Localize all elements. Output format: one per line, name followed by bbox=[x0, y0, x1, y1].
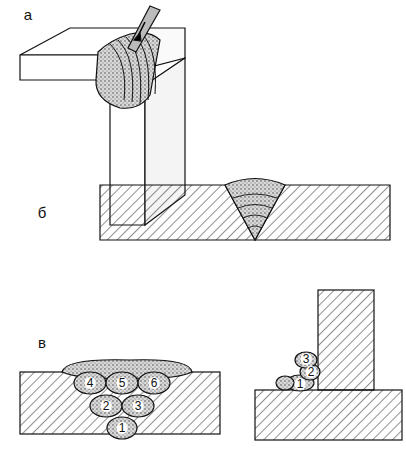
callout-number: 5 bbox=[117, 377, 128, 389]
callout-number: 1 bbox=[295, 378, 306, 390]
figure-letter: в bbox=[38, 335, 46, 350]
figure-letter: б bbox=[38, 205, 47, 220]
callout-number: 2 bbox=[101, 400, 112, 412]
callout-number: 3 bbox=[133, 400, 144, 412]
callout-number: 3 bbox=[301, 353, 312, 365]
multipass-fillet-weld bbox=[255, 290, 402, 440]
callout-number: 4 bbox=[85, 377, 96, 389]
callout-number: 6 bbox=[149, 377, 160, 389]
v-groove-weld bbox=[100, 179, 390, 241]
callout-number: 2 bbox=[306, 366, 317, 378]
figure-letter: а bbox=[24, 7, 32, 22]
callout-number: 1 bbox=[117, 422, 128, 434]
multipass-butt-weld bbox=[20, 360, 220, 439]
